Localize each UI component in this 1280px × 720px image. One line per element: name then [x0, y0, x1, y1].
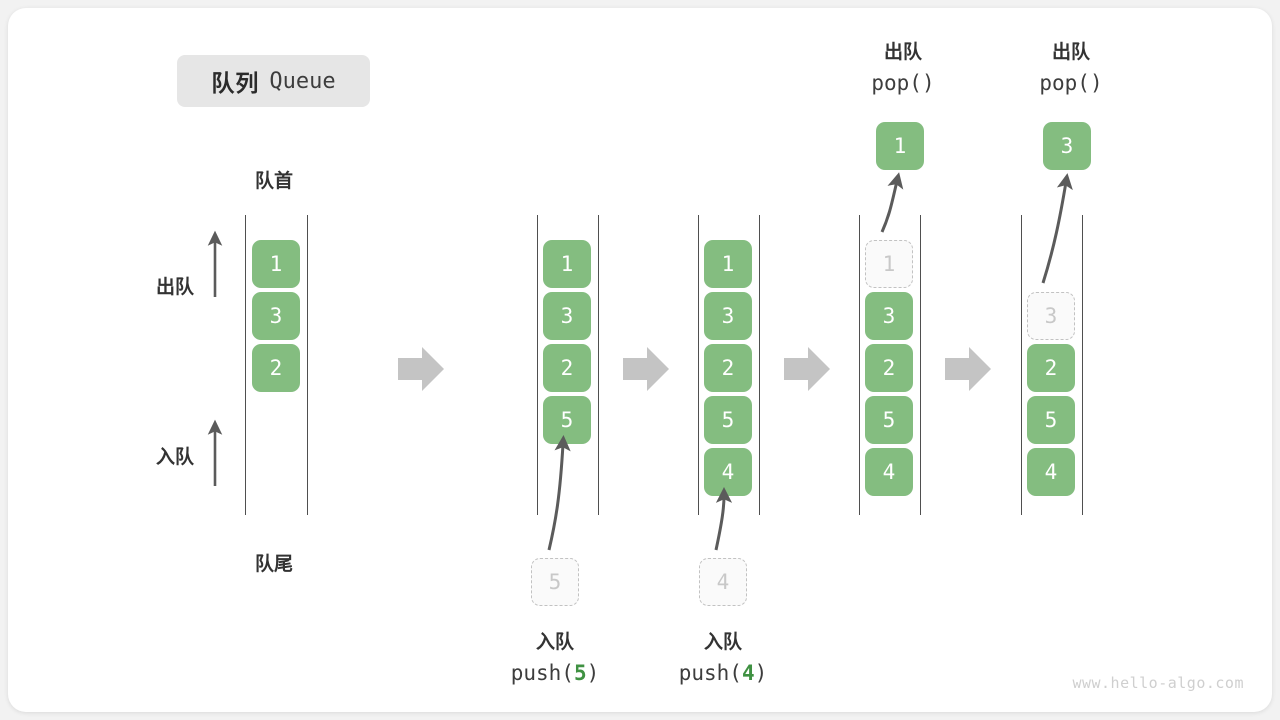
- queue-rail-right-stage-2: [598, 215, 599, 515]
- queue-rail-right-stage-1: [307, 215, 308, 515]
- flow-arrow-4-to-5: [945, 347, 991, 391]
- enqueue-direction-label: 入队: [156, 447, 195, 468]
- queue-rail-right-stage-5: [1082, 215, 1083, 515]
- title-chinese: 队列: [211, 70, 260, 96]
- flow-arrow-3-to-4: [784, 347, 830, 391]
- queue-element: 3: [252, 292, 300, 340]
- queue-element: 2: [1027, 344, 1075, 392]
- operation-name: 入队: [703, 632, 742, 653]
- queue-element: 2: [704, 344, 752, 392]
- queue-element: 2: [252, 344, 300, 392]
- queue-element: 4: [865, 448, 913, 496]
- queue-rail-right-stage-3: [759, 215, 760, 515]
- queue-tail-label: 队尾: [254, 554, 293, 575]
- incoming-element-ghost: 5: [531, 558, 579, 606]
- queue-head-label: 队首: [254, 171, 293, 192]
- title-english: Queue: [269, 68, 336, 94]
- queue-rail-left-stage-1: [245, 215, 246, 515]
- operation-code: pop(): [871, 71, 935, 96]
- queue-element: 4: [704, 448, 752, 496]
- queue-element: 2: [865, 344, 913, 392]
- queue-element: 3: [865, 292, 913, 340]
- pop-arrow-stage-5: [1041, 173, 1073, 284]
- queue-rail-right-stage-4: [920, 215, 921, 515]
- queue-element: 3: [543, 292, 591, 340]
- queue-element: 5: [543, 396, 591, 444]
- operation-label-push-5: 入队 push(5): [460, 628, 650, 690]
- incoming-element-ghost: 4: [699, 558, 747, 606]
- flow-arrow-1-to-2: [398, 347, 444, 391]
- queue-element: 5: [704, 396, 752, 444]
- queue-element: 1: [252, 240, 300, 288]
- operation-label-pop-1: 出队 pop(): [808, 38, 998, 100]
- operation-label-pop-3: 出队 pop(): [976, 38, 1166, 100]
- removed-element-ghost: 3: [1027, 292, 1075, 340]
- queue-element: 1: [704, 240, 752, 288]
- queue-element: 5: [865, 396, 913, 444]
- operation-name: 出队: [1051, 42, 1090, 63]
- queue-rail-left-stage-3: [698, 215, 699, 515]
- queue-rail-left-stage-2: [537, 215, 538, 515]
- operation-code: push(5): [510, 661, 600, 686]
- queue-rail-left-stage-5: [1021, 215, 1022, 515]
- queue-element: 2: [543, 344, 591, 392]
- pop-arrow-stage-4: [880, 172, 904, 233]
- site-watermark: www.hello-algo.com: [1072, 674, 1244, 692]
- diagram-card: 队列 Queue 队首 队尾 出队 入队 1 3 2 1 3 2 5 5 入队 …: [8, 8, 1272, 712]
- queue-element: 4: [1027, 448, 1075, 496]
- operation-name: 出队: [883, 42, 922, 63]
- popped-element: 1: [876, 122, 924, 170]
- queue-rail-left-stage-4: [859, 215, 860, 515]
- queue-element: 1: [543, 240, 591, 288]
- operation-label-push-4: 入队 push(4): [628, 628, 818, 690]
- removed-element-ghost: 1: [865, 240, 913, 288]
- operation-code: push(4): [678, 661, 768, 686]
- diagram-title-badge: 队列 Queue: [177, 55, 370, 107]
- queue-element: 5: [1027, 396, 1075, 444]
- push-arrow-stage-3: [714, 486, 733, 551]
- operation-code: pop(): [1039, 71, 1103, 96]
- popped-element: 3: [1043, 122, 1091, 170]
- operation-name: 入队: [535, 632, 574, 653]
- push-arrow-stage-2: [547, 435, 571, 551]
- queue-element: 3: [704, 292, 752, 340]
- dequeue-direction-label: 出队: [156, 277, 195, 298]
- flow-arrow-2-to-3: [623, 347, 669, 391]
